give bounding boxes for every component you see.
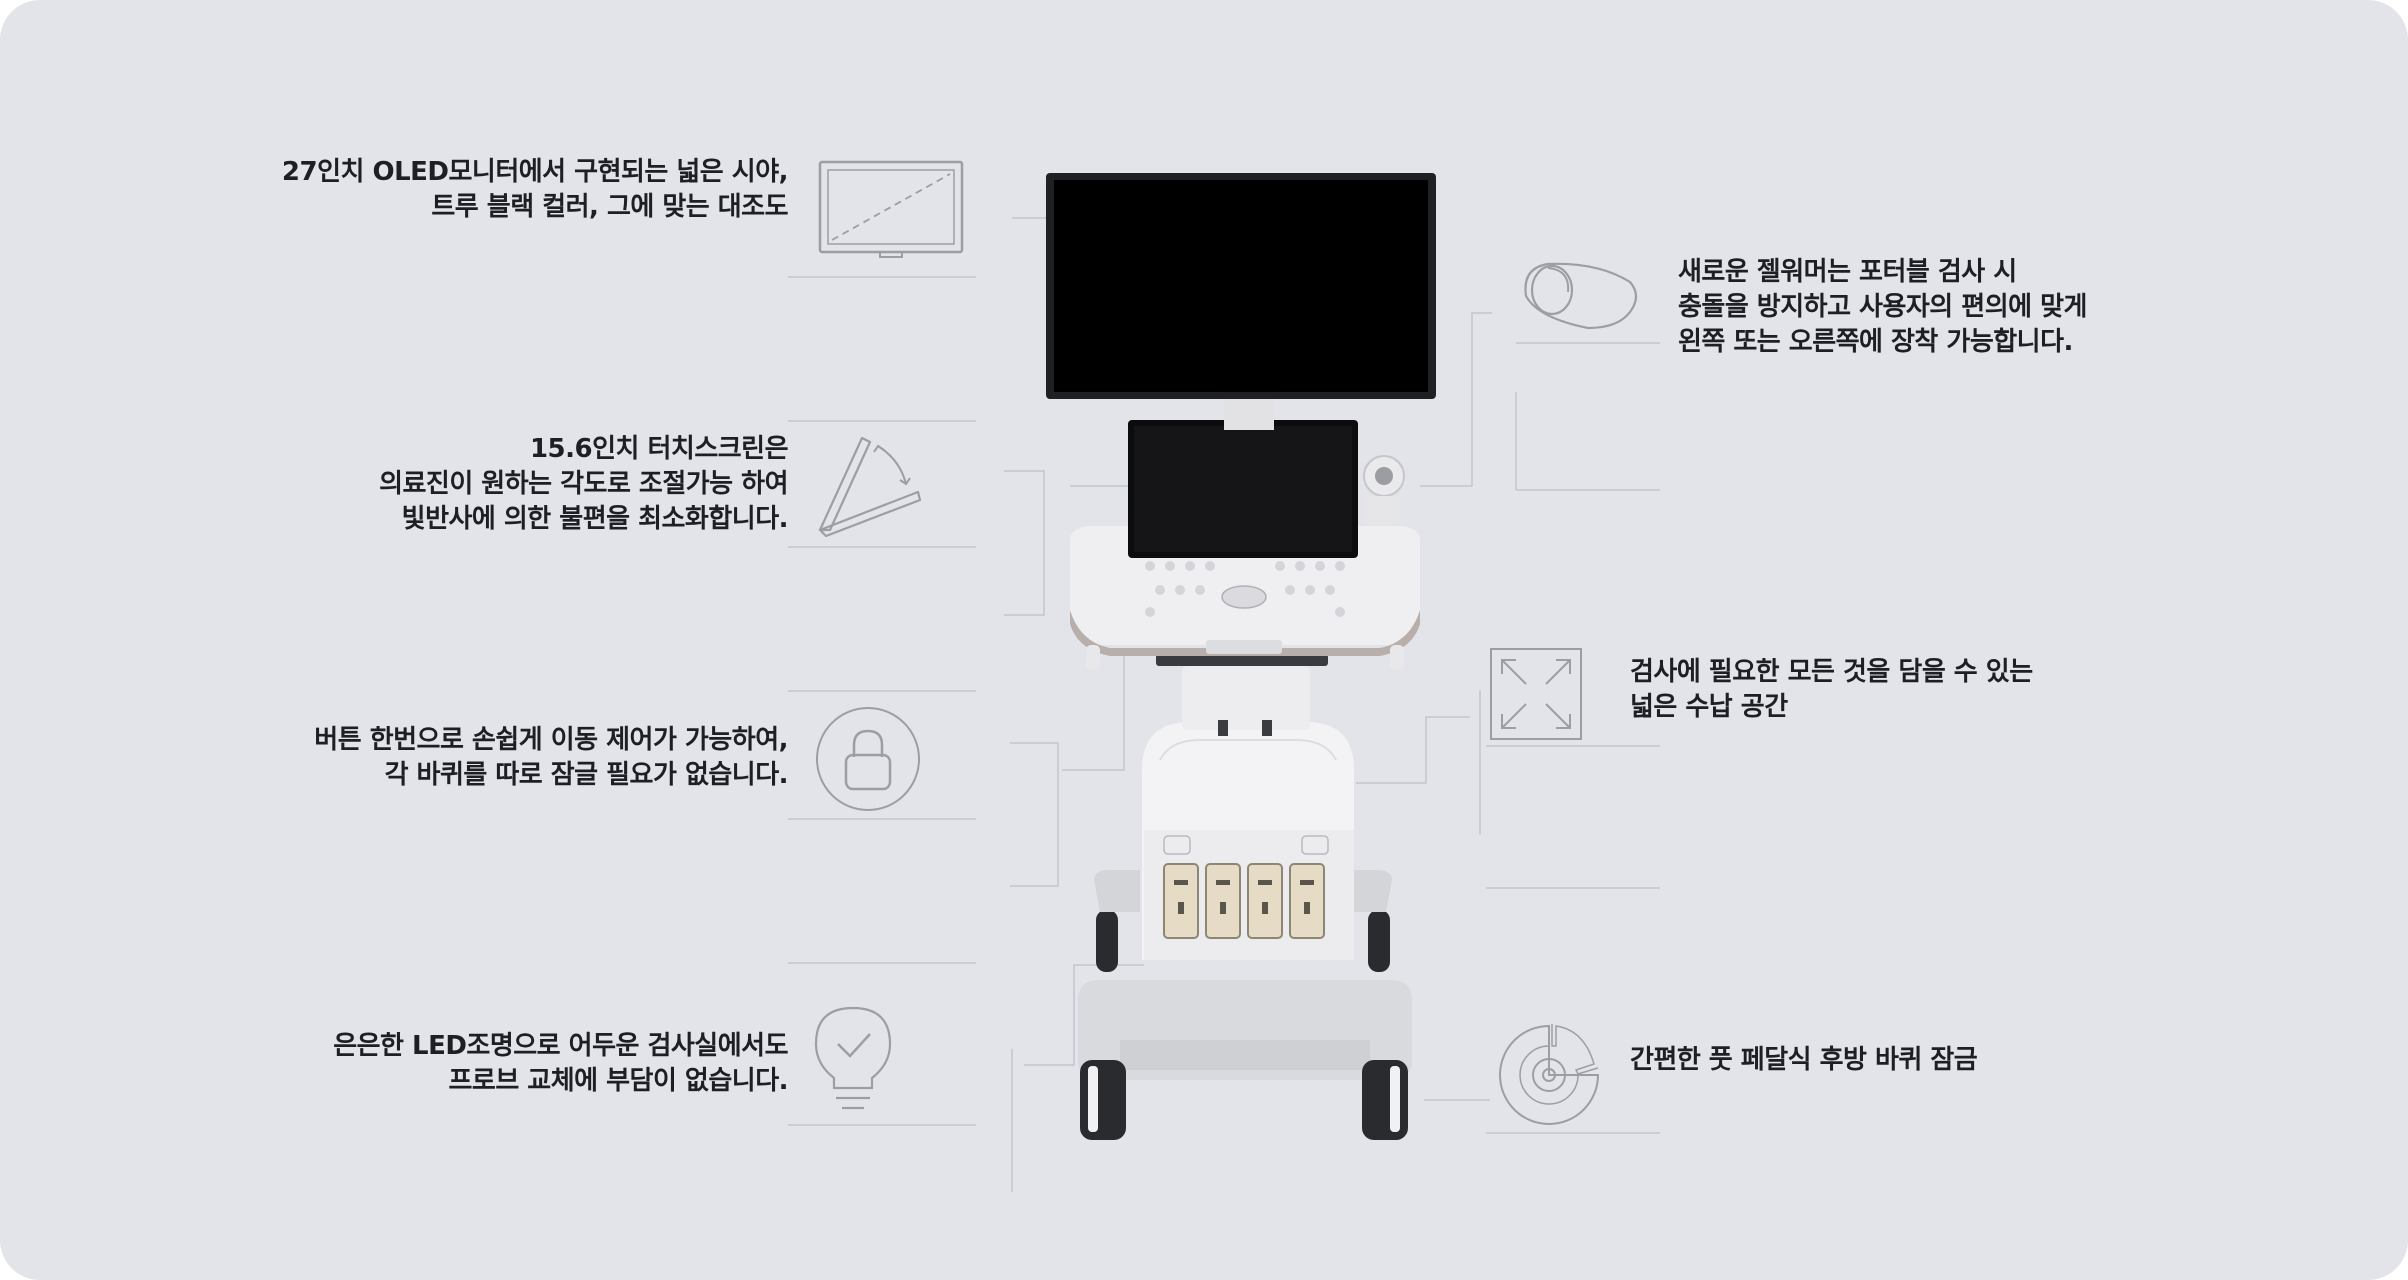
feature-gel-warmer-line-2: 충돌을 방지하고 사용자의 편의에 맞게 — [1678, 292, 2087, 322]
feature-foot-pedal-text: 간편한 풋 페달식 후방 바퀴 잠금 — [1630, 1043, 2230, 1078]
monitor-icon — [816, 158, 966, 268]
feature-monitor-text: 27인치 OLED모니터에서 구현되는 넓은 시야, 트루 블랙 컬러, 그에 … — [186, 155, 789, 225]
feature-lighting-text: 은은한 LED조명으로 어두운 검사실에서도 프로브 교체에 부담이 없습니다. — [186, 1029, 788, 1099]
feature-touchscreen-line-1: 15.6인치 터치스크린은 — [529, 434, 789, 464]
feature-mobility-line-2: 각 바퀴를 따로 잠글 필요가 없습니다. — [384, 760, 789, 790]
feature-lighting-line-1: 은은한 LED조명으로 어두운 검사실에서도 — [333, 1031, 788, 1061]
gel-warmer-icon — [1518, 256, 1644, 340]
lock-icon — [814, 705, 922, 817]
feature-mobility-text: 버튼 한번으로 손쉽게 이동 제어가 가능하여, 각 바퀴를 따로 잠글 필요가… — [186, 723, 788, 793]
feature-foot-pedal-line-1: 간편한 풋 페달식 후방 바퀴 잠금 — [1630, 1045, 1978, 1075]
feature-gel-warmer-line-1: 새로운 젤워머는 포터블 검사 시 — [1678, 257, 2017, 287]
feature-storage-text: 검사에 필요한 모든 것을 담을 수 있는 넓은 수납 공간 — [1630, 655, 2230, 725]
feature-lighting-line-2: 프로브 교체에 부담이 없습니다. — [448, 1066, 789, 1096]
tilt-angle-icon — [814, 430, 924, 544]
feature-mobility-line-1: 버튼 한번으로 손쉽게 이동 제어가 가능하여, — [314, 725, 788, 755]
feature-monitor-line-2: 트루 블랙 컬러, 그에 맞는 대조도 — [431, 192, 788, 222]
expand-arrows-icon — [1488, 646, 1584, 746]
feature-gel-warmer-line-3: 왼쪽 또는 오른쪽에 장착 가능합니다. — [1678, 327, 2073, 357]
feature-touchscreen-line-2: 의료진이 원하는 각도로 조절가능 하여 — [379, 469, 788, 499]
feature-storage-line-1: 검사에 필요한 모든 것을 담을 수 있는 — [1630, 657, 2033, 687]
feature-touchscreen-text: 15.6인치 터치스크린은 의료진이 원하는 각도로 조절가능 하여 빛반사에 … — [186, 432, 788, 537]
wheel-lock-icon — [1494, 1020, 1604, 1134]
feature-monitor-line-1: 27인치 OLED모니터에서 구현되는 넓은 시야, — [281, 157, 789, 187]
feature-touchscreen-line-3: 빛반사에 의한 불편을 최소화합니다. — [401, 504, 789, 534]
lightbulb-icon — [810, 1004, 896, 1120]
feature-storage-line-2: 넓은 수납 공간 — [1630, 692, 1788, 722]
feature-gel-warmer-text: 새로운 젤워머는 포터블 검사 시 충돌을 방지하고 사용자의 편의에 맞게 왼… — [1678, 255, 2278, 360]
